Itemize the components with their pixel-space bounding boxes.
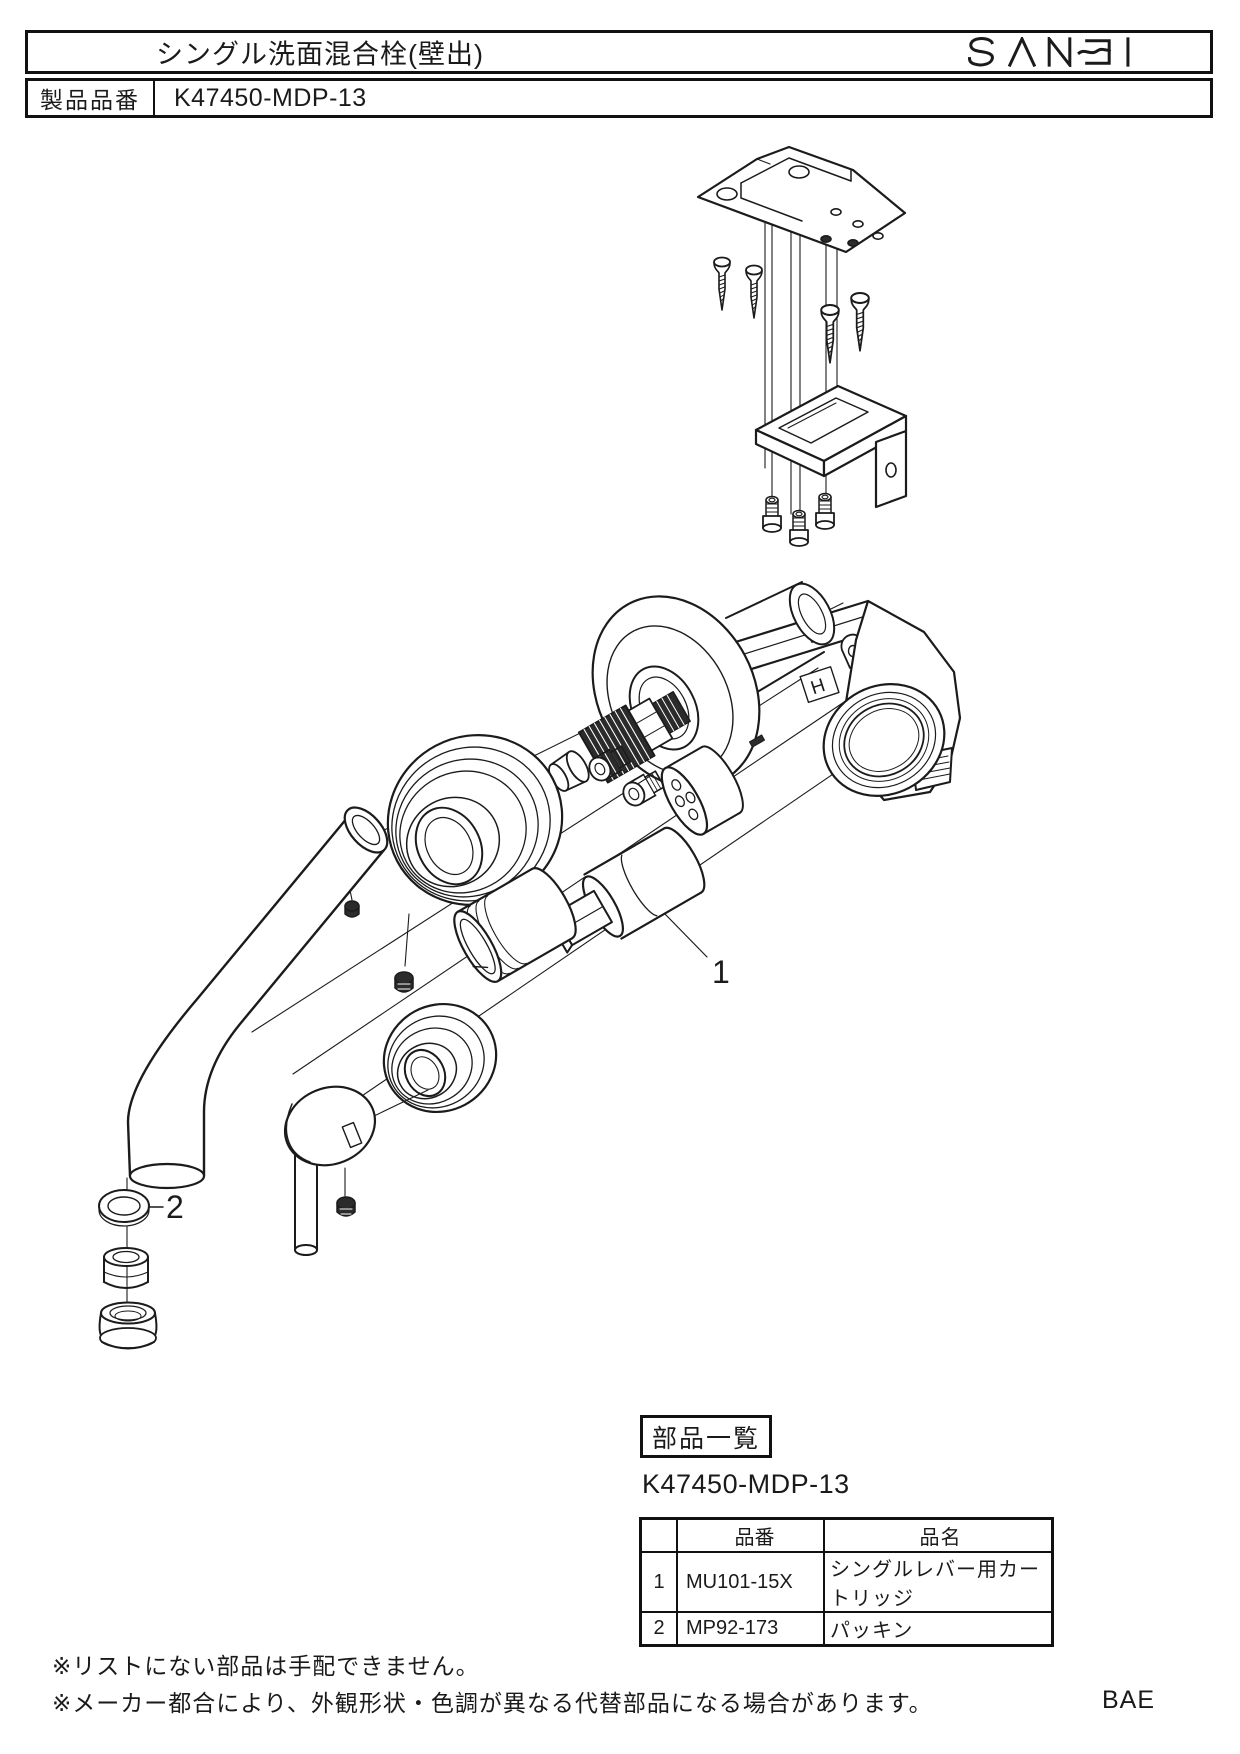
product-number-label: 製品品番 (28, 81, 155, 115)
hex-screw-1 (588, 745, 632, 782)
row-no: 2 (639, 1611, 678, 1647)
faucet-body: H (698, 599, 962, 802)
o-ring-packing (98, 1189, 150, 1227)
part-label-1: 1 (712, 954, 730, 990)
footer-note-2: ※メーカー都合により、外観形状・色調が異なる代替部品になる場合があります。 (52, 1690, 933, 1716)
table-row: 1 MU101-15X シングルレバー用カートリッジ (639, 1551, 1054, 1613)
top-plate (696, 145, 907, 254)
parts-table: 品番 品名 1 MU101-15X シングルレバー用カートリッジ 2 MP92-… (639, 1517, 1054, 1647)
nut-set-screw (394, 913, 414, 993)
row-no: 1 (639, 1551, 678, 1613)
aerator-core (103, 1247, 149, 1289)
parts-table-header-row: 品番 品名 (639, 1517, 1054, 1553)
header-code: 品番 (676, 1517, 825, 1553)
lower-bracket (754, 384, 908, 509)
product-number-value: K47450-MDP-13 (174, 83, 367, 112)
row-name: シングルレバー用カートリッジ (823, 1551, 1054, 1613)
header-name: 品名 (823, 1517, 1054, 1553)
parts-list-model: K47450-MDP-13 (642, 1469, 850, 1499)
title-bar: シングル洗面混合栓(壁出) (25, 30, 1213, 74)
aerator-housing (98, 1301, 158, 1350)
page-title: シングル洗面混合栓(壁出) (156, 39, 484, 70)
product-number-bar: 製品品番 K47450-MDP-13 (25, 78, 1213, 118)
body-threaded-collar (822, 683, 946, 797)
sanei-logo (967, 37, 1130, 67)
lock-nut (382, 1002, 498, 1114)
mounting-bracket-assembly (696, 145, 908, 547)
hot-mark: H (808, 675, 828, 699)
faucet-exploded-assembly: H (98, 581, 962, 1350)
table-row: 2 MP92-173 パッキン (639, 1611, 1054, 1647)
row-code: MP92-173 (676, 1611, 825, 1647)
hex-screw-2 (622, 770, 666, 807)
header-no (639, 1517, 678, 1553)
footer-note-1: ※リストにない部品は手配できません。 (52, 1653, 480, 1679)
handle (283, 1085, 377, 1256)
sleeve (453, 867, 577, 983)
spout (126, 806, 389, 1190)
pin (748, 734, 766, 748)
row-code: MU101-15X (676, 1551, 825, 1613)
parts-list-heading: 部品一覧 (640, 1415, 772, 1458)
row-name: パッキン (823, 1611, 1054, 1647)
cartridge-adapter (660, 745, 744, 836)
document-code: BAE (1102, 1686, 1156, 1714)
bracket-bolts (762, 492, 835, 547)
part-label-2: 2 (166, 1189, 184, 1225)
